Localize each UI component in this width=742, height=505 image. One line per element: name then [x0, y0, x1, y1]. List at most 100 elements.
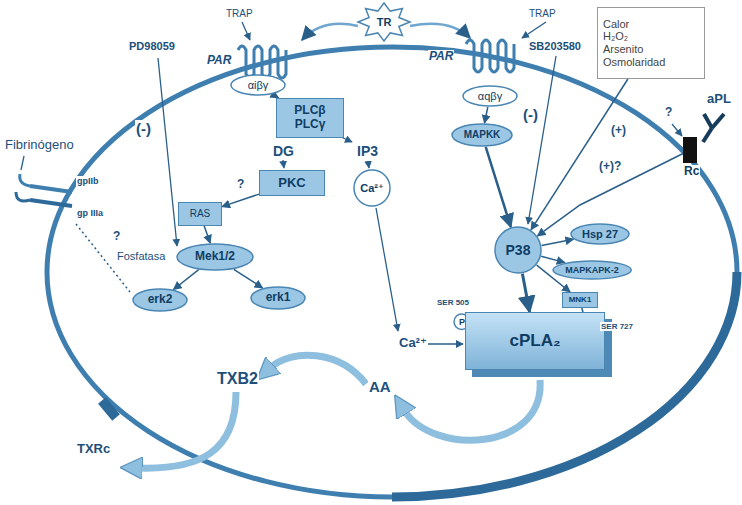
par-receptor [238, 46, 286, 78]
node-text: Osmolaridad [603, 56, 665, 69]
thrombin-arrow [410, 24, 470, 38]
kinase-box: MNK1 [562, 292, 598, 308]
receptor-label: gp IIIa [76, 208, 104, 218]
metabolite-label: AA [368, 378, 392, 395]
enzyme-box: PKC [259, 170, 325, 196]
integrin-head [20, 174, 30, 186]
node-text: Rc [683, 165, 700, 179]
node-text: Mek1/2 [195, 250, 235, 264]
flow-arrow [138, 392, 236, 468]
signal-arrow [204, 226, 210, 243]
kinase-ellipse: Mek1/2 [176, 243, 254, 271]
node-text: αqβγ [478, 90, 502, 103]
kinase-ellipse: erk2 [132, 288, 188, 312]
par-receptor [466, 40, 514, 72]
enzyme-box: RAS [178, 202, 222, 226]
g-protein: αiβγ [230, 74, 286, 96]
node-text: H₂O₂ [603, 30, 628, 43]
signal-arrow [486, 147, 511, 227]
integrin [30, 200, 72, 206]
node-text: MNK1 [569, 295, 592, 304]
signal-arrow [222, 194, 259, 207]
thrombin-star: TR [357, 2, 411, 42]
node-text: MAPKK [464, 129, 501, 141]
calcium-arrow [428, 343, 463, 344]
signal-arrow [537, 154, 683, 236]
antibody [712, 114, 724, 128]
antibody [703, 128, 712, 142]
receptor-label: gpIIb [76, 176, 100, 186]
site-label: SER 505 [436, 298, 470, 307]
cell-membrane [47, 47, 737, 497]
leader-arrow [522, 22, 546, 38]
question-mark: ? [236, 178, 245, 192]
ligand-label: TRAP [225, 8, 254, 20]
txa-receptor [98, 397, 120, 420]
integrin [30, 186, 72, 192]
signal-arrow [522, 274, 529, 312]
antibody [704, 114, 712, 128]
inhibitor-arrow [158, 58, 177, 246]
antibody-label: aPL [706, 92, 732, 107]
node-text: αiβγ [248, 79, 269, 92]
kinase-ellipse: Hsp 27 [570, 223, 630, 245]
calcium-circle: Ca²⁺ [353, 169, 391, 207]
site-label: SER 727 [600, 322, 634, 331]
effect-sign: (+)? [598, 160, 622, 174]
inhibitor-label: PD98059 [128, 40, 176, 53]
receptor-box: Rc [683, 137, 697, 163]
messenger-label: DG [272, 143, 295, 159]
messenger-label: IP3 [356, 143, 379, 159]
signal-arrow [174, 270, 199, 290]
leader-arrow [672, 124, 682, 136]
flow-arrow [404, 380, 540, 440]
enzyme-block: cPLA₂ [465, 312, 605, 370]
g-protein: αqβγ [462, 85, 518, 107]
kinase-ellipse: MAPKK [451, 123, 513, 147]
signal-arrow [531, 79, 628, 230]
ligand-label: TRAP [528, 8, 557, 20]
signal-arrow [234, 269, 263, 288]
node-text: RAS [190, 208, 211, 220]
enzyme-label: Fosfatasa [116, 250, 166, 263]
question-mark: ? [664, 106, 673, 120]
calcium-arrow [376, 208, 398, 331]
node-text: Arsenito [603, 43, 643, 56]
node-text: Ca²⁺ [360, 182, 384, 195]
node-text: PLCβ PLCγ [282, 104, 338, 132]
receptor-label: PAR [206, 54, 232, 68]
node-text: P38 [506, 242, 531, 258]
signal-arrow [542, 239, 574, 245]
small-arrow [283, 160, 284, 168]
signal-arrow [541, 256, 565, 262]
small-arrow [368, 161, 369, 168]
membrane-shade [392, 272, 737, 497]
kinase-ellipse: MAPKAPK-2 [552, 260, 632, 280]
leader-line [21, 156, 24, 170]
node-text: Calor [603, 18, 629, 31]
receptor-label: PAR [428, 50, 454, 64]
effect-sign: (+) [610, 124, 627, 138]
metabolite-label: TXB2 [216, 370, 259, 388]
node-text: cPLA₂ [509, 331, 560, 351]
enzyme-box: PLCβ PLCγ [276, 98, 344, 138]
effect-sign: (-) [522, 106, 539, 123]
kinase-circle: P38 [494, 226, 542, 274]
node-text: erk1 [266, 291, 291, 305]
node-text: erk2 [148, 293, 173, 307]
thrombin-arrow [302, 24, 358, 40]
node-text: TR [377, 16, 392, 29]
ligand-label: Fibrinógeno [4, 138, 75, 153]
kinase-ellipse: erk1 [250, 286, 306, 310]
receptor-label: TXRc [76, 442, 111, 457]
flow-arrow [270, 355, 366, 384]
integrin-head [16, 192, 30, 201]
stimulus-box: CalorH₂O₂ArsenitoOsmolaridad [597, 7, 705, 79]
inhibitor-label: SB203580 [528, 40, 582, 53]
node-text: MAPKAPK-2 [565, 265, 619, 275]
leader-arrow [242, 22, 250, 40]
node-text: Hsp 27 [582, 228, 618, 241]
effect-sign: (-) [135, 120, 152, 137]
node-text: PKC [278, 176, 305, 191]
question-mark: ? [112, 230, 121, 244]
